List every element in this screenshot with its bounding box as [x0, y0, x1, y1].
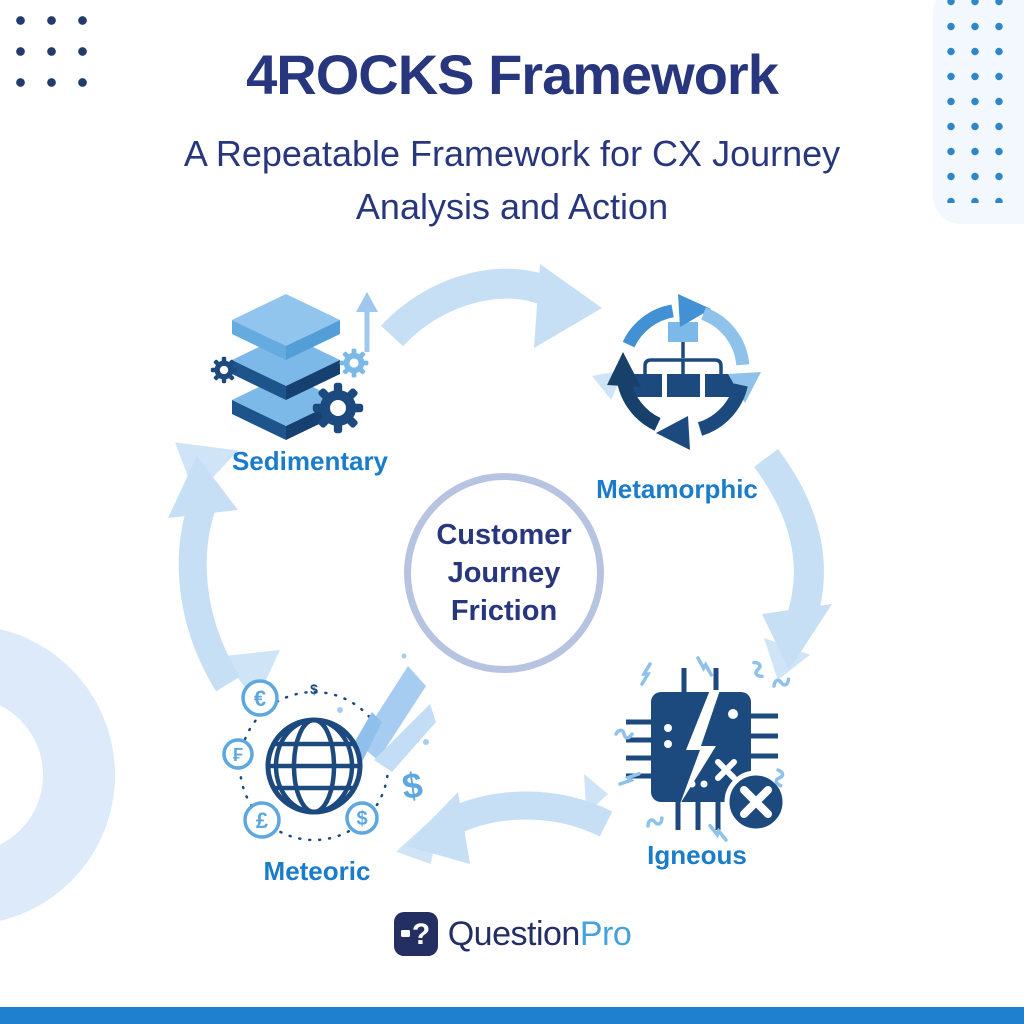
dot-grid-top-right [939, 0, 1015, 203]
gear-icon [339, 348, 369, 378]
subtitle-line-2: Analysis and Action [355, 185, 669, 227]
page-subtitle: A Repeatable Framework for CX Journey An… [0, 128, 1024, 233]
cycle-arrows-org-chart-icon [607, 294, 761, 450]
currency-token-franc: ₣ [222, 738, 254, 770]
stage-label-sedimentary: Sedimentary [231, 446, 389, 476]
center-circle: Customer Journey Friction [404, 473, 604, 673]
globe-icon [265, 717, 363, 815]
org-chart-icon [629, 322, 738, 397]
gear-icon [312, 382, 364, 434]
globe-currency-comet-icon: € ₣ £ $ $ $ [222, 653, 436, 842]
rock-layer-top [232, 294, 340, 360]
gear-icon [210, 356, 238, 384]
subtitle-line-1: A Repeatable Framework for CX Journey [183, 133, 841, 174]
questionpro-logo-icon: ? [393, 912, 438, 956]
currency-token-dollar: $ [345, 801, 379, 835]
svg-text:£: £ [256, 808, 269, 833]
error-badge-icon [724, 770, 788, 834]
up-arrow-icon [356, 292, 378, 352]
currency-token-euro: € [241, 679, 279, 717]
spark-squiggles [614, 656, 791, 842]
brand-text-secondary: Pro [579, 914, 632, 953]
center-text-line: Journey [447, 556, 561, 589]
stage-label-igneous: Igneous [647, 840, 747, 870]
refresh-arrow-top [622, 294, 711, 348]
refresh-arrow-left [607, 352, 661, 431]
cycle-arrow-top [380, 264, 602, 348]
ring-decoration [0, 625, 115, 925]
svg-text:?: ? [412, 918, 430, 951]
svg-text:€: € [254, 686, 266, 711]
broken-chip-error-icon [614, 656, 791, 842]
brand-logo: ? QuestionPro [0, 908, 1024, 960]
dot-grid-top-left [5, 5, 99, 99]
svg-text:$: $ [356, 808, 367, 830]
chip-details [664, 709, 738, 788]
footer-accent-bar [0, 1007, 1024, 1024]
center-text-line: Customer [436, 518, 572, 551]
brand-text-primary: Question [447, 914, 581, 953]
layered-rocks-gears-icon [210, 292, 378, 440]
brand-text: QuestionPro [448, 915, 632, 954]
dollar-symbol: $ [399, 764, 425, 807]
refresh-arrow-bottom [656, 383, 748, 450]
page-title: 4ROCKS Framework [246, 43, 779, 106]
lightning-crack-icon [680, 690, 720, 804]
stage-label-metamorphic: Metamorphic [596, 474, 758, 504]
triangle-decoration [584, 774, 608, 814]
svg-text:₣: ₣ [233, 745, 243, 765]
small-dollar-symbol: $ [310, 681, 318, 697]
stage-label-meteoric: Meteoric [263, 856, 371, 886]
center-text-line: Friction [450, 595, 558, 628]
currency-token-pound: £ [243, 801, 281, 839]
